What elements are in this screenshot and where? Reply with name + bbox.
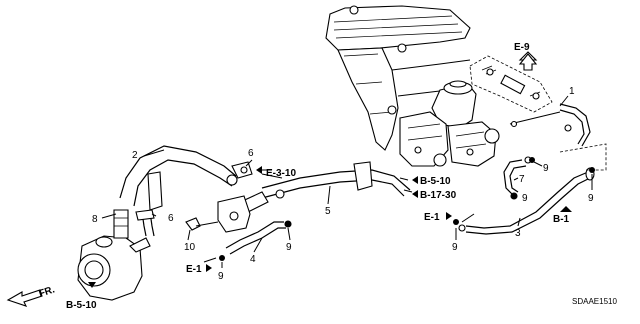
ref-b17-30: B-17-30 [420,190,457,201]
ref-b5-10-bottom: B-5-10 [66,300,97,311]
b5-10-arrow-icon [412,176,418,184]
ref-e1-left: E-1 [186,264,202,275]
ref-e3-10: E-3-10 [266,168,296,179]
hose-2 [119,145,238,237]
diagram-code: SDAAE1510 [572,297,617,306]
callout-9-b: 9 [522,193,528,204]
clamp-6-lower [135,209,155,221]
callout-9-e: 9 [286,242,292,253]
callout-8: 8 [92,214,98,225]
ref-front: FR. [38,284,57,300]
callout-5: 5 [325,206,331,217]
callout-10: 10 [184,242,196,253]
callout-1: 1 [569,86,575,97]
water-passage-housing [399,80,500,167]
ref-e9: E-9 [514,42,530,53]
callout-4: 4 [250,254,256,265]
cylinder-head-assembly [325,5,471,151]
ref-e1-right: E-1 [424,212,440,223]
clip-9-f [219,255,225,261]
callout-9-f: 9 [218,271,224,282]
b5-10-bottom-arrow-icon [88,282,96,288]
callout-2: 2 [132,150,138,161]
clip-9-c [589,167,595,173]
e9-detail-inset [469,51,553,113]
ref-b5-10-top: B-5-10 [420,176,451,187]
b1-connector-outline [559,143,607,171]
e1-right-arrow-icon [446,212,452,220]
clip-9-e [285,221,291,227]
clip-9-d [453,219,459,225]
clamp-6-upper [231,161,253,179]
hose-1 [509,103,591,147]
b17-30-arrow-icon [412,190,418,198]
b1-arrow-icon [560,206,572,212]
callout-9-d: 9 [452,242,458,253]
clip-9-a [529,157,535,163]
callout-7: 7 [519,174,525,185]
water-pump-housing [77,209,151,301]
bracket-assembly [185,195,251,233]
callout-3: 3 [515,228,521,239]
front-direction-arrow-icon [6,289,43,307]
callout-9-c: 9 [588,193,594,204]
e9-arrow-icon [518,53,538,71]
ref-b1: B-1 [553,214,570,225]
leader-lines [101,95,593,268]
callout-6-upper: 6 [248,148,254,159]
e1-left-arrow-icon [206,264,212,272]
e3-10-arrow-icon [256,166,272,174]
callout-6-lower: 6 [168,213,174,224]
callout-9-a: 9 [543,163,549,174]
